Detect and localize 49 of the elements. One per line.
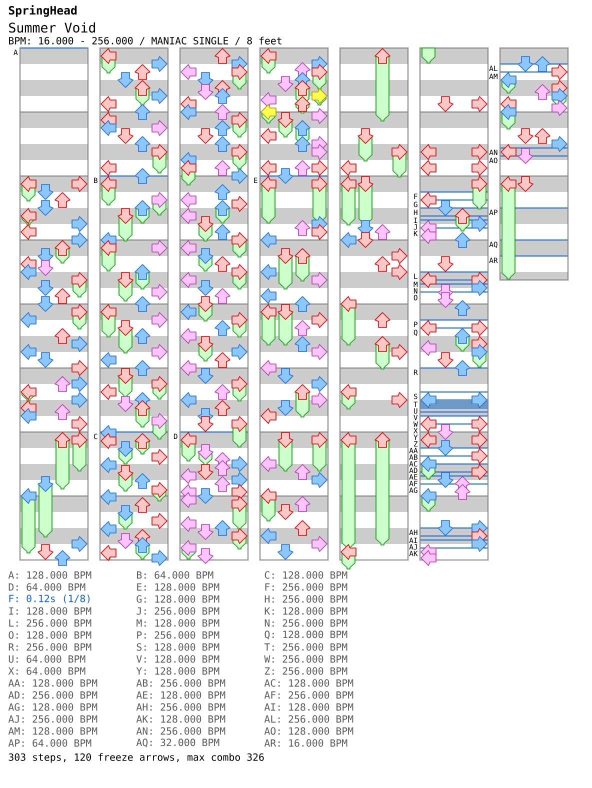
- bpm-entry: L: 256.000 BPM: [9, 619, 92, 627]
- bpm-entry: W: 256.000 BPM: [264, 655, 348, 663]
- bpm-entry: E: 128.000 BPM: [137, 583, 220, 591]
- bpm-entry: B: 64.000 BPM: [137, 571, 214, 579]
- bpm-entry: V: 128.000 BPM: [136, 655, 220, 663]
- bpm-entry: AQ: 32.000 BPM: [136, 738, 220, 748]
- bpm-entry: AL: 256.000 BPM: [264, 715, 354, 723]
- song-title: Summer Void: [9, 22, 96, 33]
- bpm-entry: M: 128.000 BPM: [136, 619, 220, 627]
- bpm-entry: AK: 128.000 BPM: [136, 715, 226, 723]
- bpm-entry: P: 256.000 BPM: [137, 631, 220, 639]
- bpm-entry: Z: 256.000 BPM: [264, 667, 348, 675]
- bpm-entry: AR: 16.000 BPM: [264, 739, 348, 747]
- bpm-entry: R: 256.000 BPM: [8, 643, 92, 651]
- bpm-entry: K: 128.000 BPM: [264, 607, 348, 615]
- bpm-entry: AH: 256.000 BPM: [136, 703, 226, 711]
- bpm-entry: Y: 128.000 BPM: [136, 667, 220, 675]
- bpm-entry: A: 128.000 BPM: [8, 571, 92, 579]
- bpm-entry: AP: 64.000 BPM: [8, 739, 92, 747]
- bpm-entry: D: 64.000 BPM: [8, 583, 86, 591]
- bpm-entry: C: 128.000 BPM: [264, 571, 348, 579]
- bpm-entry: AO: 128.000 BPM: [264, 727, 354, 735]
- bpm-entry: AE: 128.000 BPM: [136, 691, 226, 699]
- bpm-entry: AM: 128.000 BPM: [8, 727, 98, 735]
- bpm-entry: U: 64.000 BPM: [8, 655, 86, 663]
- bpm-entry: F: 256.000 BPM: [265, 583, 348, 591]
- bpm-entry: J: 256.000 BPM: [136, 607, 220, 615]
- bpm-entry: AF: 256.000 BPM: [264, 691, 354, 699]
- bpm-entry: Q: 128.000 BPM: [264, 630, 348, 640]
- bpm-entry: X: 64.000 BPM: [8, 667, 86, 675]
- bpm-entry: AG: 128.000 BPM: [8, 703, 98, 711]
- bpm-entry: G: 128.000 BPM: [136, 595, 220, 603]
- bpm-entry: AD: 256.000 BPM: [8, 691, 98, 699]
- bpm-entry: AJ: 256.000 BPM: [8, 715, 98, 723]
- step-summary: 303 steps, 120 freeze arrows, max combo 326: [8, 753, 264, 763]
- bpm-entry: AI: 128.000 BPM: [264, 703, 354, 711]
- chart-info: BPM: 16.000 - 256.000 / MANIAC SINGLE / 8 feet: [9, 36, 282, 46]
- bpm-entry: N: 256.000 BPM: [264, 619, 348, 627]
- bpm-entry: AN: 256.000 BPM: [136, 727, 226, 735]
- bpm-entry: AC: 128.000 BPM: [264, 679, 354, 687]
- bpm-entry: AA: 128.000 BPM: [8, 679, 98, 687]
- bpm-entry: O: 128.000 BPM: [8, 631, 92, 639]
- bpm-entry: F: 0.12s (1/8): [9, 594, 90, 604]
- bpm-entry: T: 256.000 BPM: [264, 643, 348, 651]
- bpm-entry: S: 128.000 BPM: [136, 643, 220, 651]
- bpm-entry: AB: 256.000 BPM: [136, 679, 226, 687]
- bpm-entry: H: 256.000 BPM: [264, 595, 348, 603]
- artist-name: SpringHead: [8, 5, 77, 17]
- bpm-entry: I: 128.000 BPM: [9, 607, 92, 615]
